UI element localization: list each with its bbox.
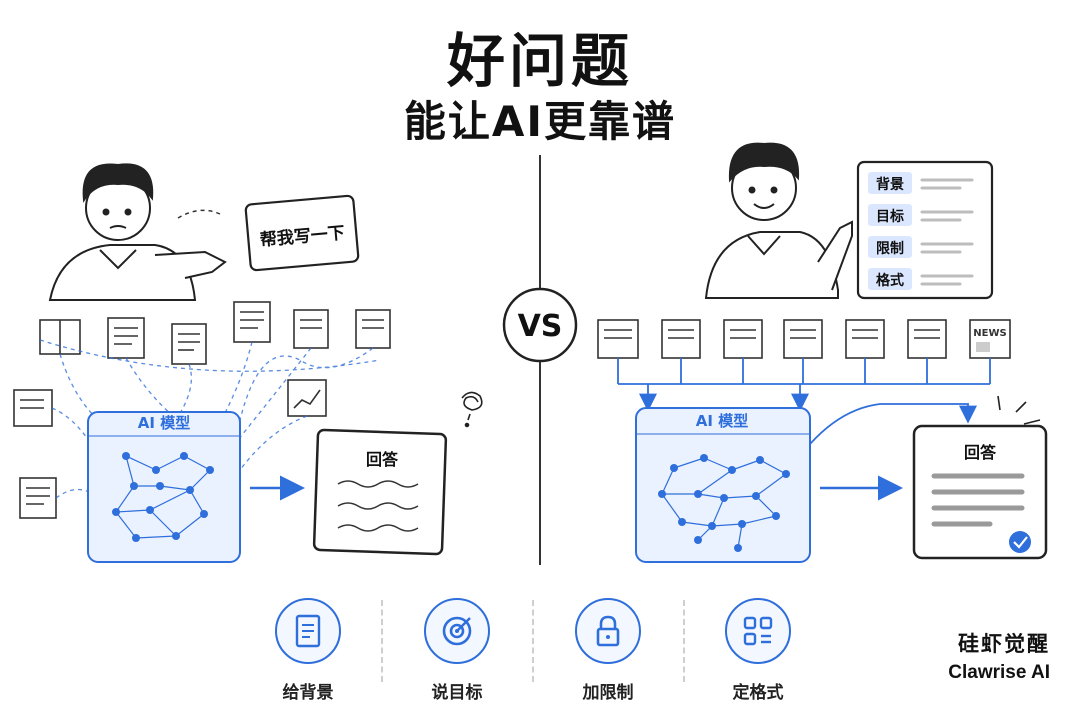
document-icon [13,389,53,427]
pointing-person-icon [704,142,853,299]
document-icon [171,323,207,365]
prompt-bubble [244,194,360,272]
tip-label: 定格式 [732,683,784,703]
right-answer-label: 回答 [964,443,997,462]
left-answer-label: 回答 [366,450,399,469]
wavy-text-lines [337,480,419,532]
checklist-item: 限制 [876,240,904,257]
confused-person-icon [48,163,227,301]
left-model-label: AI 模型 [138,414,190,432]
main-title: 好问题 [446,27,633,95]
scattered-documents [13,301,391,519]
brand-name-cn: 硅虾觉醒 [958,632,1050,656]
organized-connections [617,358,991,471]
book-icon [39,319,81,355]
ordered-documents [597,319,1011,359]
document-icon [19,477,57,519]
news-label: NEWS [973,328,1006,339]
document-icon [661,319,701,359]
brand-name-en: Clawrise AI [948,662,1050,683]
chart-doc-icon [287,379,327,417]
tip-goal: 说目标 [387,598,527,703]
right-ai-model-box [635,407,811,563]
document-icon [845,319,885,359]
vs-label: VS [518,309,563,344]
checklist-tag-limit [868,236,912,258]
vague-answer-card [312,428,448,556]
tip-background: 给背景 [238,598,378,703]
tip-label: 说目标 [431,683,483,703]
sparkle-icon [997,395,1041,425]
vs-badge [502,287,578,363]
document-icon [355,309,391,349]
right-model-label: AI 模型 [696,412,748,430]
document-icon [907,319,947,359]
document-icon [275,598,341,664]
layout-grid-icon [725,598,791,664]
left-neural-network [112,452,214,542]
document-icon [107,317,145,359]
checklist-items: 背景 目标 限制 格式 [868,172,974,290]
document-icon [723,319,763,359]
lock-icon [575,598,641,664]
document-icon [293,309,329,349]
tip-divider [381,600,383,682]
target-icon [424,598,490,664]
subtitle: 能让AI更靠谱 [403,97,677,146]
checklist-item: 背景 [876,176,904,193]
tip-label: 加限制 [582,683,634,703]
tip-limit: 加限制 [538,598,678,703]
document-icon [783,319,823,359]
checklist-panel [856,160,994,300]
tip-format: 定格式 [688,598,828,703]
confusion-scribble-icon [461,391,483,428]
document-icon [597,319,639,359]
checklist-tag-target [868,204,912,226]
check-badge-icon [1009,531,1031,553]
brand-logo: 硅虾觉醒 Clawrise AI [948,628,1050,684]
tip-divider [683,600,685,682]
right-neural-network [658,454,790,552]
checklist-tag-format [868,268,912,290]
tip-divider [532,600,534,682]
checklist-tag-background [868,172,912,194]
checklist-item: 格式 [876,272,904,289]
news-doc-icon [969,319,1011,359]
answer-text-lines [931,473,1025,527]
checklist-item: 目标 [876,208,904,225]
document-icon [233,301,271,343]
tip-label: 给背景 [282,683,334,703]
